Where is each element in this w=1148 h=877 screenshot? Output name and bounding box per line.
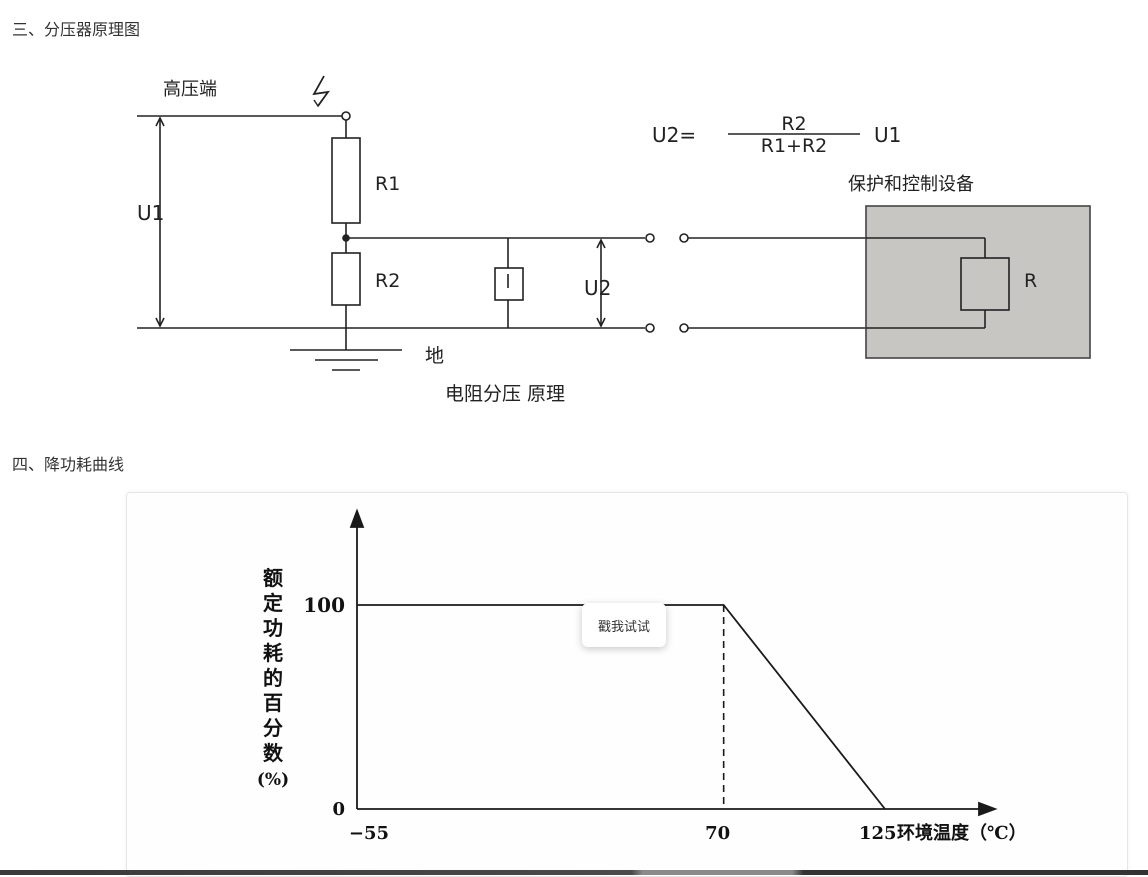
section-title-divider: 三、分压器原理图 <box>12 20 141 39</box>
u1-label: U1 <box>137 201 164 225</box>
bottom-scrollbar[interactable] <box>0 870 1148 875</box>
x-tick-70: 70 <box>705 823 730 844</box>
y-axis-label-glyph: (%) <box>257 770 289 790</box>
x-axis-arrow-icon <box>978 801 998 817</box>
x-tick-minus-55: −55 <box>349 823 389 844</box>
hv-terminal <box>341 111 351 121</box>
y-axis-label-glyph: 的 <box>263 666 283 690</box>
y-axis-label-glyph: 定 <box>263 591 283 615</box>
y-axis-label-glyph: 分 <box>263 716 283 740</box>
formula-denominator: R1+R2 <box>761 135 828 157</box>
y-axis-label-glyph: 数 <box>263 741 284 765</box>
hv-end-label: 高压端 <box>163 79 217 100</box>
resistor-r2 <box>331 252 361 306</box>
derating-chart-card: 100 0 −55 70 125 环境温度（℃） 额定功耗的百分数 (%) <box>126 492 1128 877</box>
formula-left: U2= <box>652 123 696 147</box>
lightning-icon <box>312 75 330 107</box>
voltage-divider-diagram: 高压端 U1 R1 R2 U2 地 U2= R2 R1+R2 U1 保护和控制设… <box>137 75 1091 405</box>
section-title-derating: 四、降功耗曲线 <box>12 455 125 474</box>
y-axis-label-glyph: 耗 <box>263 641 283 665</box>
y-axis-label-glyph: 百 <box>263 691 283 715</box>
y-tick-0: 0 <box>332 799 345 820</box>
x-axis-label: 环境温度（℃） <box>897 822 1027 844</box>
diagram-caption: 电阻分压 原理 <box>445 383 565 405</box>
protector-component <box>494 267 524 301</box>
y-tick-100: 100 <box>303 593 345 617</box>
u2-label: U2 <box>584 276 611 300</box>
r2-label: R2 <box>375 270 400 292</box>
device-label: 保护和控制设备 <box>848 174 974 195</box>
device-resistor-r <box>960 257 1010 311</box>
y-axis-label-glyph: 额 <box>263 566 283 590</box>
formula-right: U1 <box>874 123 901 147</box>
device-r-label: R <box>1024 270 1037 292</box>
resistor-r1 <box>331 137 361 224</box>
y-axis-arrow-icon <box>349 508 365 528</box>
y-axis-label-glyph: 功 <box>263 616 283 640</box>
r1-label: R1 <box>375 173 400 195</box>
ground-label: 地 <box>425 345 444 367</box>
try-it-button[interactable]: 戳我试试 <box>582 603 666 647</box>
x-tick-125: 125 <box>859 823 897 844</box>
formula-numerator: R2 <box>781 113 806 135</box>
